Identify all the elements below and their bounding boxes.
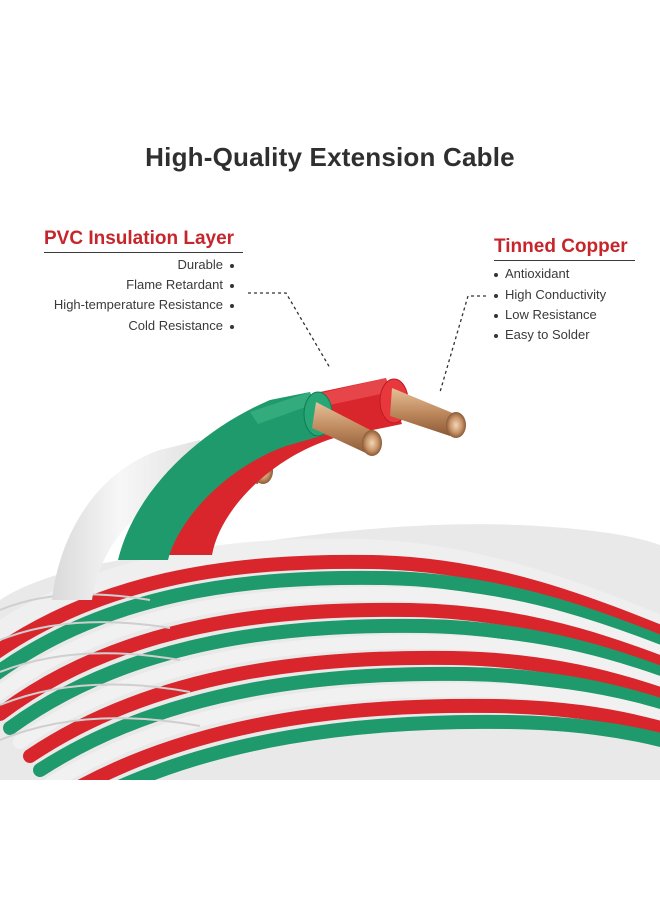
green-wire (118, 391, 382, 560)
pvc-feature-label: High-temperature Resistance (53, 297, 223, 312)
pvc-feature-label: Flame Retardant (126, 277, 223, 292)
pvc-feature-label: Cold Resistance (128, 318, 223, 333)
bullet-icon (230, 283, 234, 288)
copper-feature-label: Low Resistance (505, 307, 597, 322)
bullet-icon (230, 324, 234, 329)
page-title: High-Quality Extension Cable (145, 142, 515, 172)
copper-feature-item: Easy to Solder (494, 327, 590, 342)
copper-heading-underline (494, 260, 635, 261)
copper-feature-label: High Conductivity (505, 287, 607, 302)
copper-feature-item: Low Resistance (494, 307, 597, 322)
pvc-feature-item: Cold Resistance (128, 318, 234, 333)
copper-feature-item: Antioxidant (494, 266, 569, 281)
copper-feature-label: Antioxidant (505, 266, 570, 281)
copper-feature-item: High Conductivity (494, 287, 606, 302)
pvc-insulation-heading: PVC Insulation Layer (44, 228, 235, 249)
bullet-icon (494, 333, 498, 338)
bullet-icon (230, 303, 234, 308)
cable-coil (0, 524, 660, 780)
pvc-feature-item: Durable (177, 257, 234, 272)
bullet-icon (494, 313, 498, 318)
pvc-feature-item: High-temperature Resistance (54, 297, 234, 312)
bullet-icon (494, 272, 498, 277)
copper-feature-label: Easy to Solder (505, 327, 590, 342)
bullet-icon (230, 263, 234, 268)
leader-line-copper (439, 295, 486, 393)
pvc-heading-underline (44, 252, 243, 253)
pvc-feature-label: Durable (177, 257, 223, 272)
tinned-copper-heading: Tinned Copper (494, 236, 628, 257)
bullet-icon (494, 293, 498, 298)
leader-line-pvc (248, 292, 331, 369)
pvc-feature-item: Flame Retardant (126, 277, 234, 292)
